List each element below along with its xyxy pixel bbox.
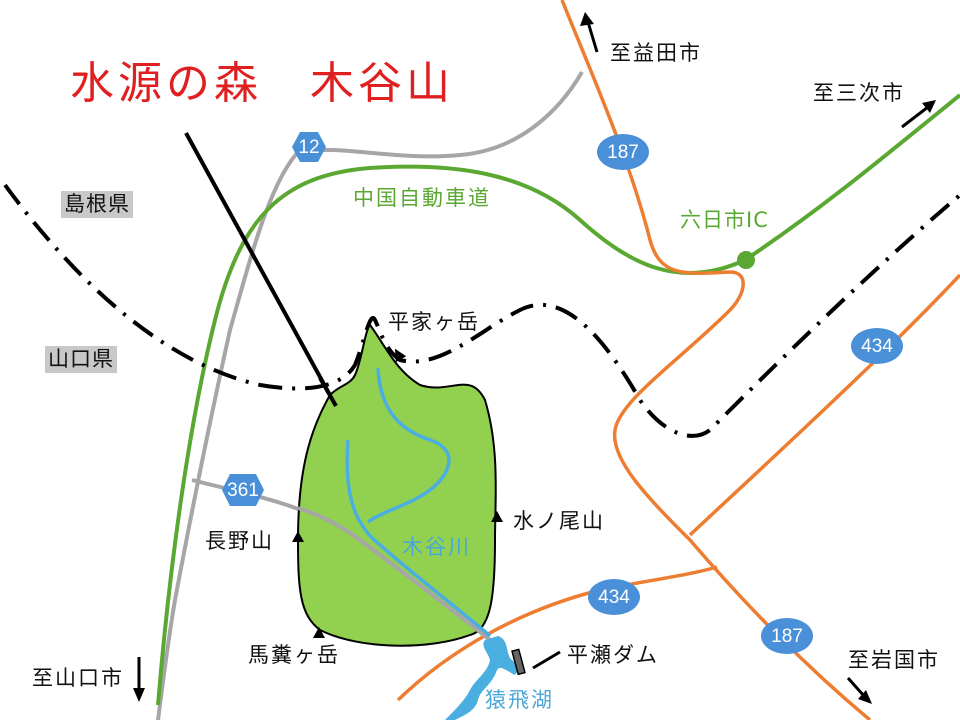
interchange-marker: [737, 251, 755, 269]
dam-marker: [511, 648, 526, 676]
river-line: [366, 367, 451, 524]
mountain-bafun-label: 馬糞ヶ岳: [248, 643, 340, 667]
mountain-mizunoo-label: 水ノ尾山: [513, 509, 605, 533]
route-187-south-shield: [761, 618, 813, 654]
arrow-miyoshi-icon: [901, 100, 936, 129]
lake-label: 猿飛湖: [485, 688, 554, 712]
route-434-east-number: 434: [861, 336, 893, 357]
title-pointer-line: [184, 132, 338, 407]
prefecture-shimane-label: 島根県: [61, 191, 133, 218]
route-12-line: [156, 70, 584, 720]
peak-mizunoo-icon: [491, 511, 503, 522]
route-434-south-number: 434: [598, 587, 630, 608]
direction-miyoshi-label: 至三次市: [813, 81, 905, 105]
prefecture-border: [3, 183, 960, 438]
prefecture-yamaguchi-label: 山口県: [45, 346, 117, 373]
route-361-shield: [222, 474, 264, 506]
mountain-heike-label: 平家ヶ岳: [388, 310, 480, 334]
lake-shape: [445, 636, 520, 720]
route-187-north-number: 187: [607, 142, 639, 163]
route-187-line: [560, 0, 872, 720]
route-12-number: 12: [298, 137, 320, 158]
expressway-line: [156, 93, 960, 706]
route-187-south-number: 187: [771, 626, 803, 647]
peak-bafun-icon: [313, 627, 325, 638]
route-434-south-line: [396, 565, 718, 702]
arrow-yamaguchi-icon: [133, 657, 145, 702]
route-361-number: 361: [227, 480, 259, 501]
expressway-label: 中国自動車道: [353, 186, 491, 210]
arrow-masuda-icon: [580, 12, 599, 53]
route-12-shield: [292, 132, 326, 162]
direction-yamaguchi-label: 至山口市: [32, 666, 124, 690]
direction-masuda-label: 至益田市: [610, 41, 702, 65]
river-main-line: [345, 439, 492, 638]
route-361-overlay: [297, 506, 492, 642]
title-pointer-overlay: [318, 377, 338, 407]
peak-heike-icon: [395, 348, 407, 363]
route-434-east-shield: [851, 328, 903, 364]
dam-pointer-line: [532, 650, 561, 670]
route-187-north-shield: [597, 134, 649, 170]
direction-iwakuni-label: 至岩国市: [848, 648, 940, 672]
interchange-label: 六日市IC: [680, 208, 769, 232]
route-434-south-shield: [588, 579, 640, 615]
arrow-iwakuni-icon: [846, 677, 872, 704]
forest-area: [296, 323, 497, 647]
route-434-east-line: [688, 273, 960, 537]
peak-nagano-icon: [292, 531, 304, 542]
mountain-nagano-label: 長野山: [205, 529, 274, 553]
map-title: 水源の森 木谷山: [70, 58, 454, 109]
dam-label: 平瀬ダム: [567, 643, 659, 667]
river-label: 木谷川: [402, 535, 471, 559]
